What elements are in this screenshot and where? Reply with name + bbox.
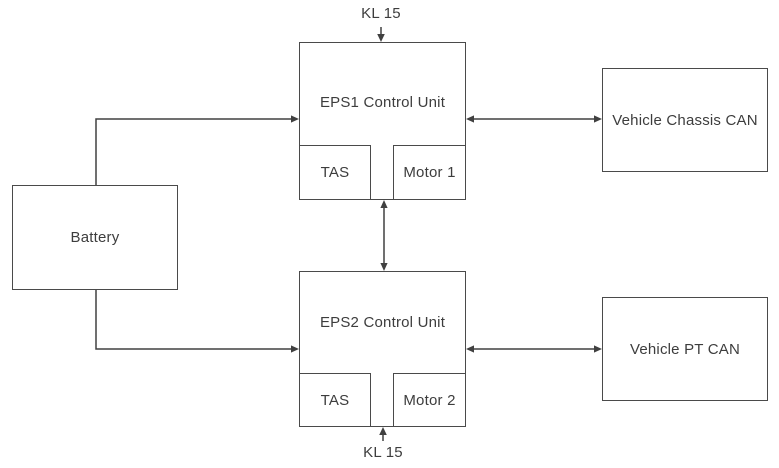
eps1-control-unit-label: EPS1 Control Unit	[319, 93, 446, 111]
arrowhead-up-icon	[379, 427, 387, 435]
arrowhead-right-icon	[291, 115, 299, 123]
connector-kl15top-eps1	[377, 27, 385, 42]
tas2-label: TAS	[320, 391, 350, 409]
connector-battery-eps2	[95, 290, 299, 353]
battery-box: Battery	[12, 185, 178, 290]
vehicle-chassis-can-box: Vehicle Chassis CAN	[602, 68, 768, 172]
arrowhead-right-icon	[594, 345, 602, 353]
battery-label: Battery	[70, 229, 120, 246]
connector-eps1-chassis-can	[466, 115, 602, 123]
connector-battery-eps1	[95, 115, 299, 185]
tas1-label: TAS	[320, 164, 350, 181]
arrowhead-left-icon	[466, 345, 474, 353]
connector-eps1-eps2	[380, 200, 388, 271]
tas2-box: TAS	[299, 373, 371, 427]
tas1-box: TAS	[299, 145, 371, 200]
kl15-top-label: KL 15	[361, 5, 401, 22]
eps2-control-unit-label: EPS2 Control Unit	[319, 313, 446, 331]
vehicle-chassis-can-label: Vehicle Chassis CAN	[612, 111, 758, 129]
connector-eps2-pt-can	[466, 345, 602, 353]
motor2-label: Motor 2	[403, 391, 456, 409]
vehicle-pt-can-box: Vehicle PT CAN	[602, 297, 768, 401]
arrowhead-up-icon	[380, 200, 388, 208]
arrowhead-down-icon	[377, 34, 385, 42]
kl15-bottom-label: KL 15	[363, 444, 403, 461]
arrowhead-left-icon	[466, 115, 474, 123]
connector-kl15bottom-eps2	[379, 427, 387, 441]
motor1-label: Motor 1	[403, 164, 456, 181]
arrowhead-down-icon	[380, 263, 388, 271]
motor1-box: Motor 1	[393, 145, 466, 200]
arrowhead-right-icon	[594, 115, 602, 123]
vehicle-pt-can-label: Vehicle PT CAN	[629, 340, 741, 358]
motor2-box: Motor 2	[393, 373, 466, 427]
arrowhead-right-icon	[291, 345, 299, 353]
